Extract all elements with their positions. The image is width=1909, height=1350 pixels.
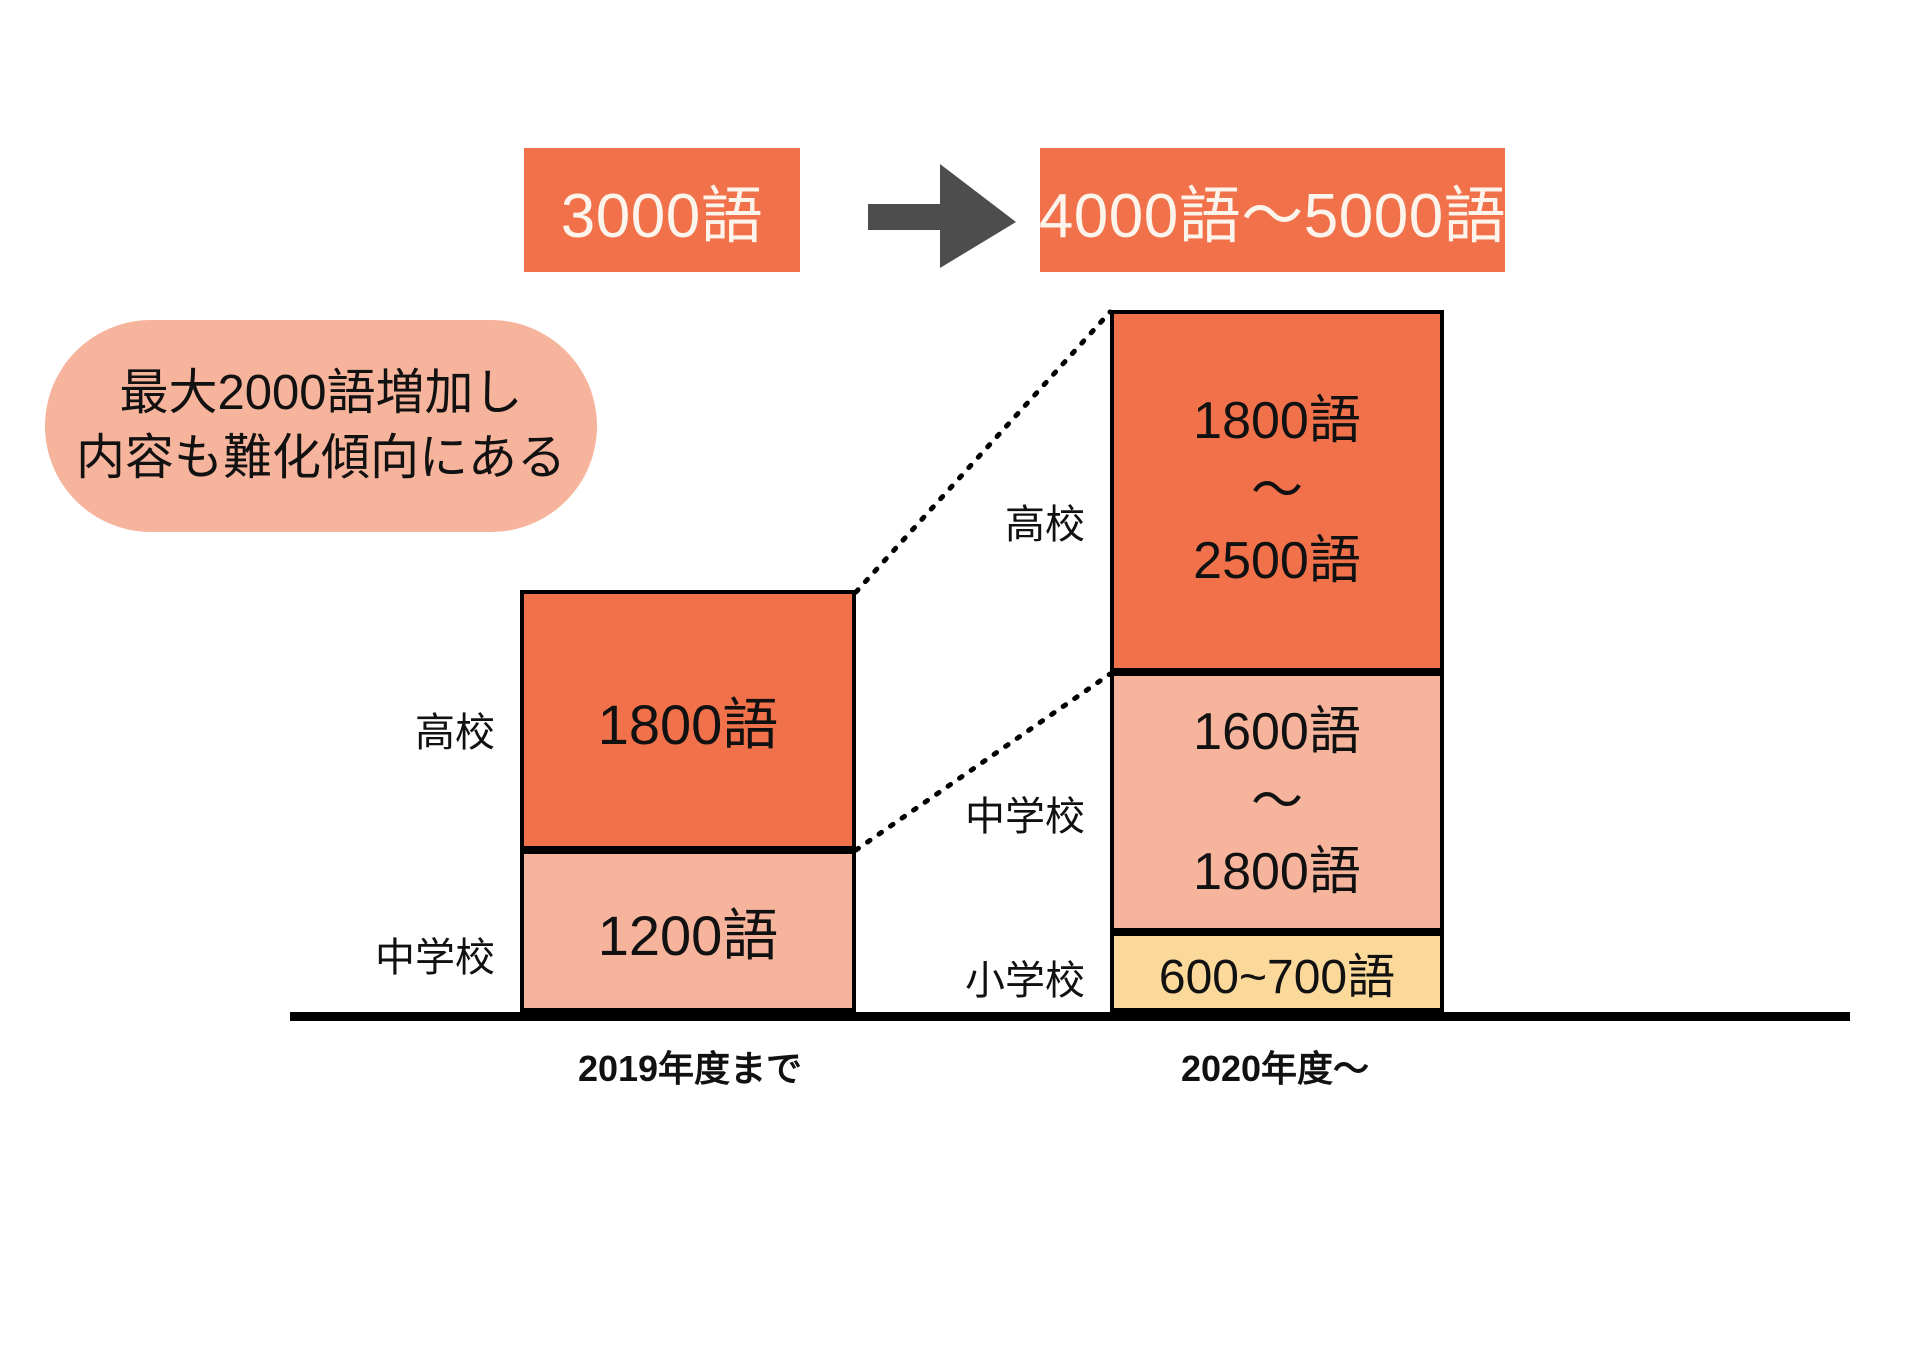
total-words-before-banner: 3000語 [524, 148, 800, 272]
total-words-after-banner: 4000語～5000語 [1038, 148, 1507, 272]
right-bar-segment-elementary: 600~700語 [1110, 932, 1444, 1012]
right-bar-range-tilde-junior-high: ～ [1250, 772, 1303, 831]
right-bar-segment-high-school: 1800語 ～ 2500語 [1110, 310, 1444, 672]
right-bar-category-junior-high: 中学校 [965, 795, 1085, 839]
left-bar-value-junior-high: 1200語 [597, 903, 779, 967]
right-arrow-icon [868, 164, 1016, 268]
left-bar-category-junior-high: 中学校 [375, 936, 495, 980]
chart-baseline-axis [290, 1012, 1850, 1021]
left-bar-value-high-school: 1800語 [597, 692, 779, 756]
connector-line-high-school [853, 309, 1113, 595]
axis-label-2019: 2019年度まで [577, 1048, 803, 1089]
right-bar-value-high-school-min: 1800語 [1193, 391, 1361, 450]
left-bar-category-high-school: 高校 [415, 711, 495, 755]
right-bar-range-tilde-high-school: ～ [1250, 461, 1303, 520]
right-bar-value-elementary: 600~700語 [1158, 951, 1396, 1004]
right-bar-value-junior-high-min: 1600語 [1193, 702, 1361, 761]
axis-label-2020: 2020年度～ [1180, 1048, 1370, 1089]
right-bar-value-high-school-max: 2500語 [1193, 532, 1361, 591]
left-bar-segment-high-school: 1800語 [520, 590, 856, 850]
right-bar-category-elementary: 小学校 [965, 959, 1085, 1003]
right-bar-value-junior-high-max: 1800語 [1193, 843, 1361, 902]
callout-line-2: 内容も難化傾向にある [75, 431, 566, 485]
left-bar-segment-junior-high: 1200語 [520, 850, 856, 1012]
callout-line-1: 最大2000語増加し [119, 366, 523, 421]
right-bar-segment-junior-high: 1600語 ～ 1800語 [1110, 672, 1444, 932]
callout-bubble: 最大2000語増加し 内容も難化傾向にある [45, 320, 597, 532]
right-bar-category-high-school: 高校 [1005, 503, 1085, 547]
total-words-before-label: 3000語 [560, 182, 764, 251]
total-words-after-label: 4000語～5000語 [1038, 182, 1507, 251]
